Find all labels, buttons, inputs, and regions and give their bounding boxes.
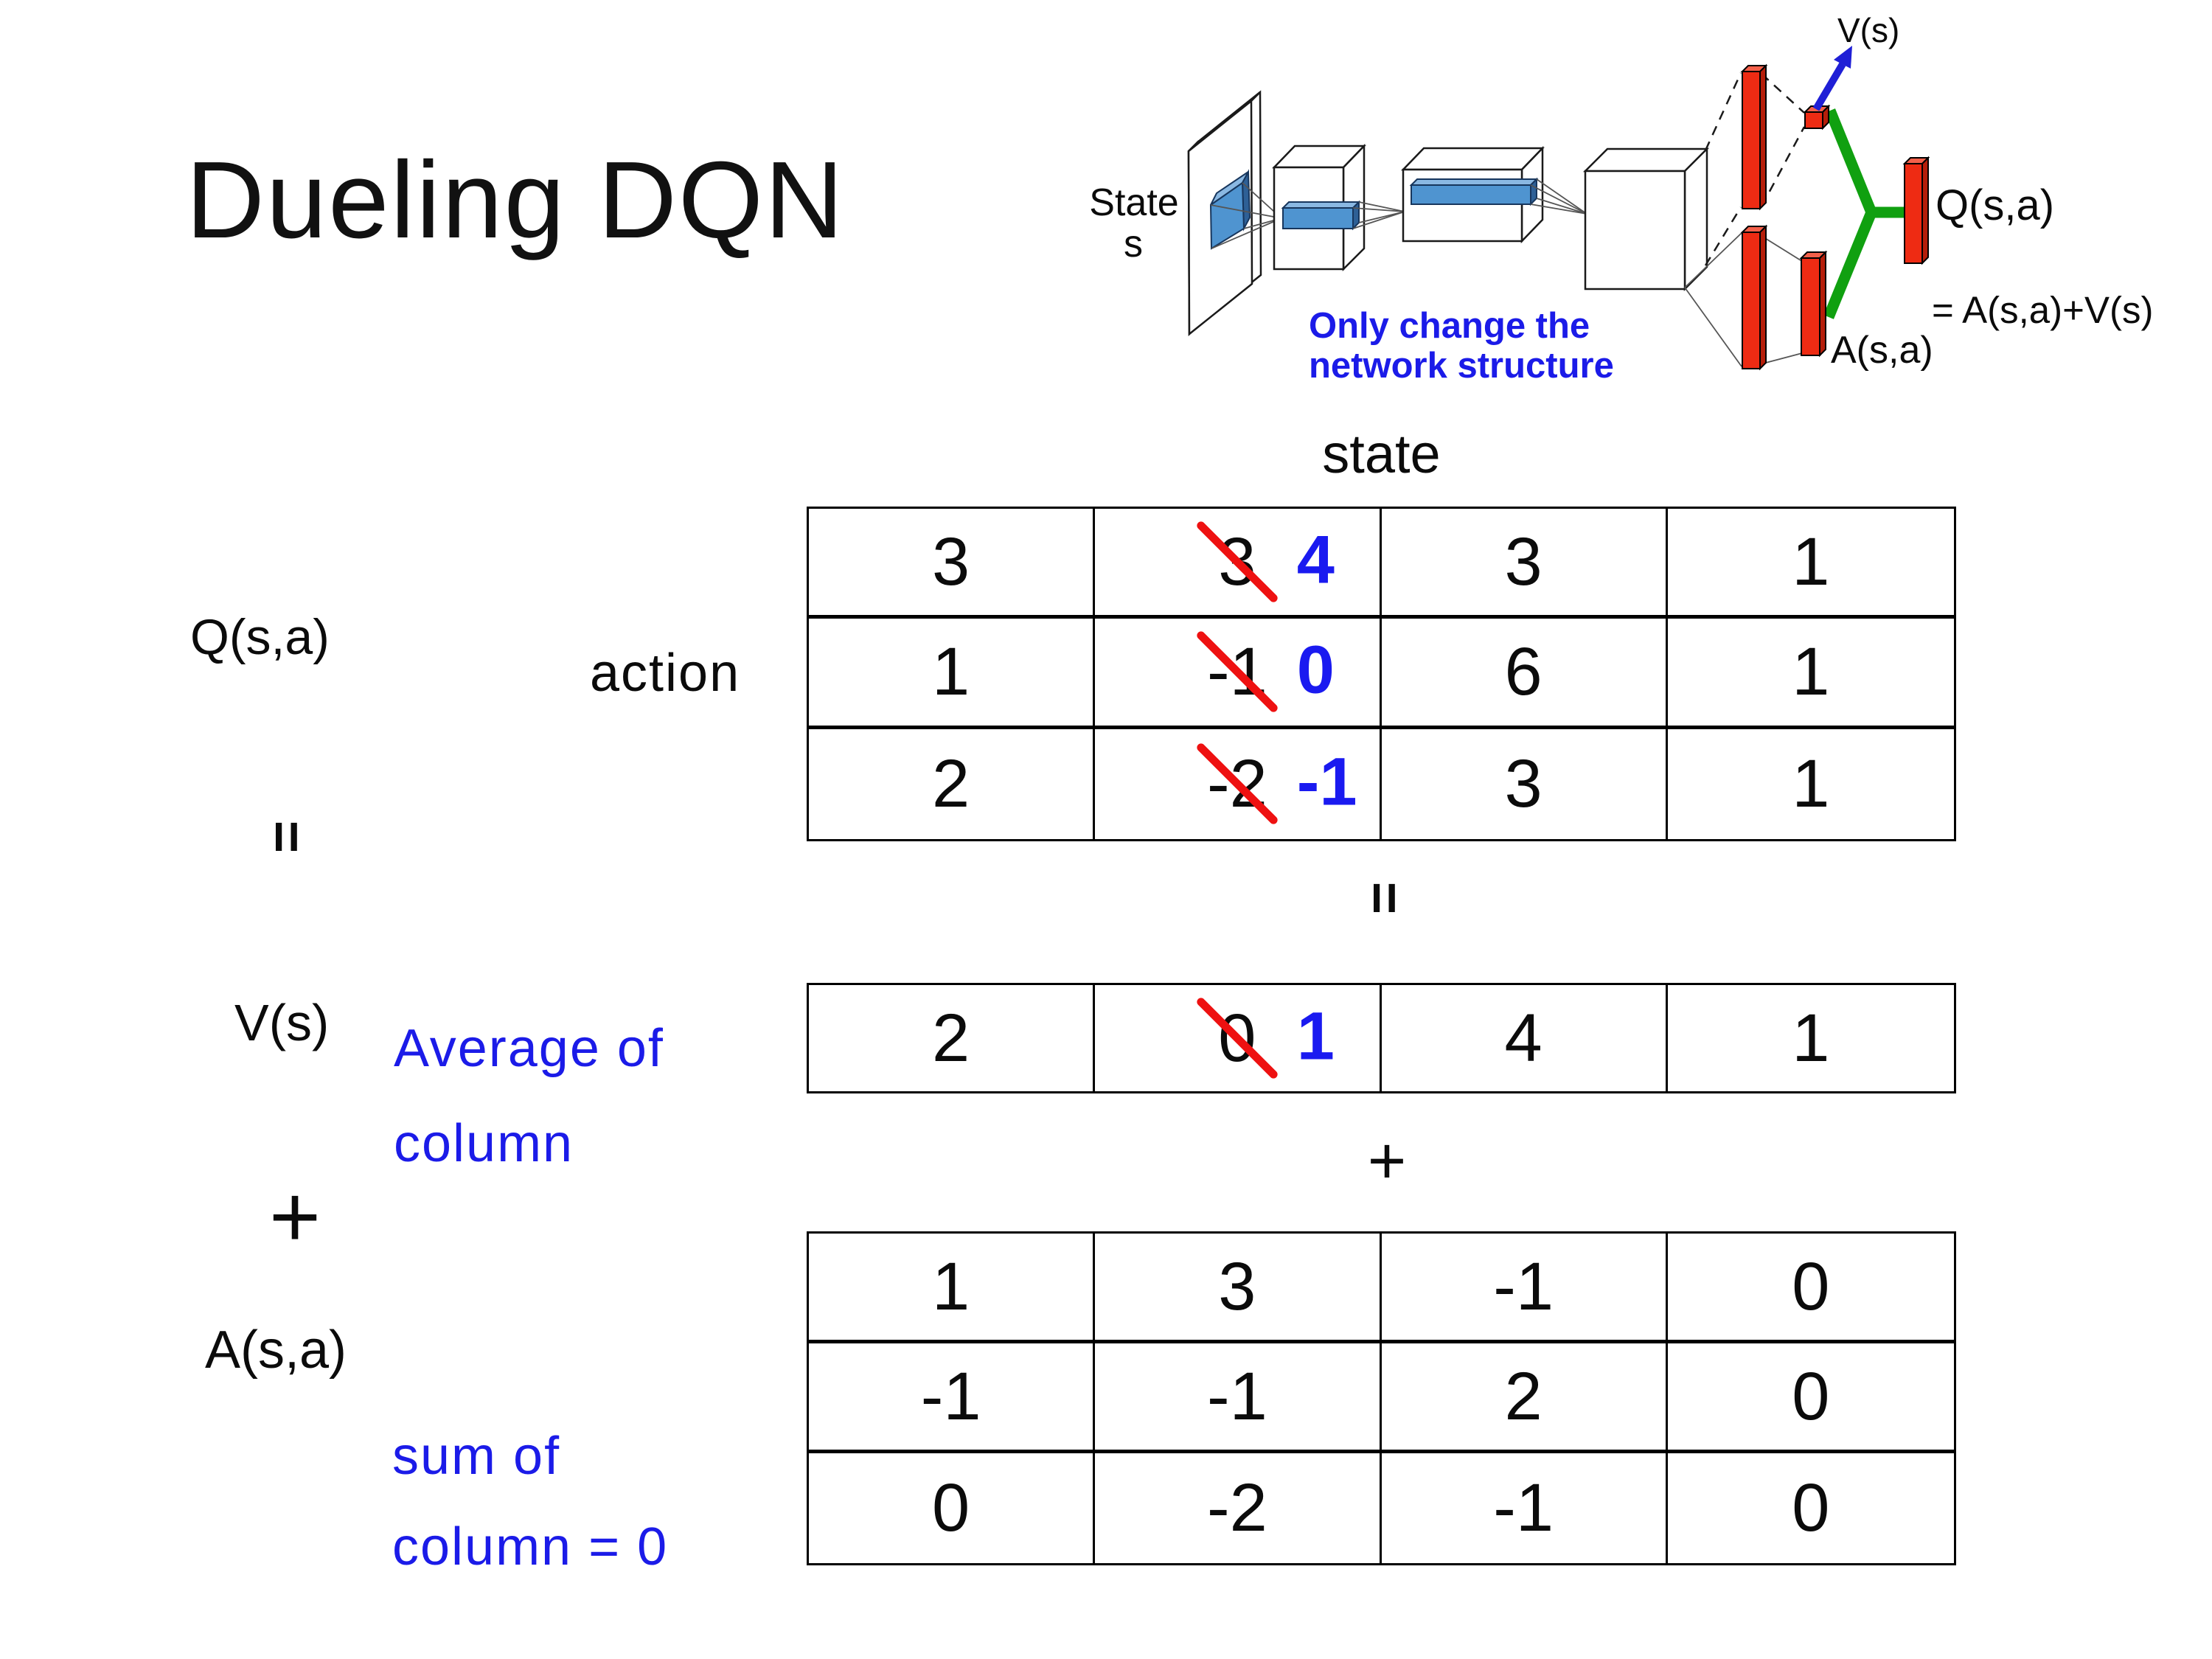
- value-stream-dashed-lines: [1704, 72, 1806, 266]
- plus-sign-center: +: [1367, 1124, 1407, 1198]
- q-output-bar: [1902, 156, 1930, 265]
- advantage-output-bar: [1799, 250, 1828, 358]
- table-cell: 1: [809, 1234, 1096, 1343]
- table-cell: 3: [1382, 728, 1668, 839]
- table-cell: -2: [1095, 1453, 1382, 1563]
- table-cell: 1: [1667, 619, 1954, 729]
- conv-box-3: [1582, 146, 1710, 292]
- v-output-label: V(s): [1837, 11, 1899, 49]
- table-cell: -1: [1382, 1453, 1668, 1563]
- network-note-line2: network structure: [1309, 346, 1614, 386]
- q-sa-label: Q(s,a): [190, 609, 330, 665]
- new-value: 1: [1296, 998, 1335, 1074]
- q-output-label-line2: = A(s,a)+V(s): [1932, 289, 2153, 331]
- old-value: -2: [1206, 745, 1267, 821]
- table-cell: 3: [1095, 1234, 1382, 1343]
- table-cell: 0: [1667, 1343, 1954, 1453]
- advantage-stream-lines: [1684, 232, 1803, 367]
- table-cell: -1: [1095, 1343, 1382, 1453]
- new-value: 0: [1296, 632, 1335, 708]
- table-cell: 3: [1381, 509, 1668, 619]
- table-cell: -1: [1381, 1234, 1668, 1343]
- table-cell: 6: [1381, 619, 1668, 729]
- average-note-line1: Average of: [394, 1019, 664, 1078]
- table-cell: 1: [1667, 509, 1954, 619]
- conv-feature-2: [1409, 177, 1539, 206]
- q-output-label-line1: Q(s,a): [1935, 181, 2054, 229]
- table-cell: 2: [809, 728, 1096, 839]
- dueling-network-diagram: State s V(s) Q(s,a) = A(s,a)+V(s) A(s,a)…: [1089, 11, 2153, 386]
- sum-note-line1: sum of: [392, 1427, 561, 1486]
- table-cell: 2: [1381, 1343, 1668, 1453]
- state-input-label-line1: State: [1089, 181, 1178, 224]
- table-cell: 0: [809, 1453, 1096, 1563]
- old-value: -1: [1206, 633, 1267, 709]
- table-cell: 1: [809, 619, 1096, 729]
- state-input-label-line2: s: [1124, 223, 1143, 265]
- table-cell: 1: [1792, 1000, 1830, 1076]
- table-cell: -1 0: [1095, 619, 1382, 729]
- plus-sign-left: +: [268, 1167, 321, 1266]
- value-arrow: [1812, 46, 1852, 111]
- new-value: -1: [1296, 744, 1357, 820]
- v-s-label: V(s): [234, 994, 330, 1051]
- table-cell: 3: [809, 509, 1096, 619]
- conv-feature-1: [1281, 200, 1361, 231]
- table-cell: 2: [809, 985, 1096, 1091]
- conv-patch: [1209, 169, 1251, 250]
- table-cell: 1: [1792, 745, 1830, 821]
- equals-sign-left: =: [255, 820, 318, 854]
- old-value: 3: [1218, 524, 1256, 599]
- projection-lines-2: [1352, 201, 1405, 229]
- a-output-label: A(s,a): [1831, 329, 1933, 372]
- table-cell: 4: [1382, 985, 1668, 1091]
- projection-lines-3: [1530, 178, 1587, 215]
- network-note-line1: Only change the: [1309, 306, 1590, 346]
- table-cell: 0: [1667, 1234, 1954, 1343]
- new-value: 4: [1296, 522, 1335, 598]
- a-sa-label: A(s,a): [205, 1321, 347, 1380]
- sum-note-line2: column = 0: [392, 1517, 669, 1576]
- table-cell: -1: [809, 1343, 1096, 1453]
- fc-bar-value: [1740, 63, 1768, 211]
- page-title: Dueling DQN: [186, 139, 845, 261]
- table-cell: 0: [1792, 1470, 1830, 1545]
- fc-bar-advantage: [1740, 224, 1768, 371]
- equals-sign-center: =: [1353, 881, 1416, 915]
- action-axis-label: action: [590, 644, 741, 703]
- aggregation-connector: [1823, 108, 1907, 319]
- table-cell: -2 -1: [1095, 728, 1382, 839]
- average-note-line2: column: [394, 1114, 574, 1173]
- old-value: 0: [1218, 1000, 1256, 1076]
- state-axis-label: state: [1322, 423, 1441, 484]
